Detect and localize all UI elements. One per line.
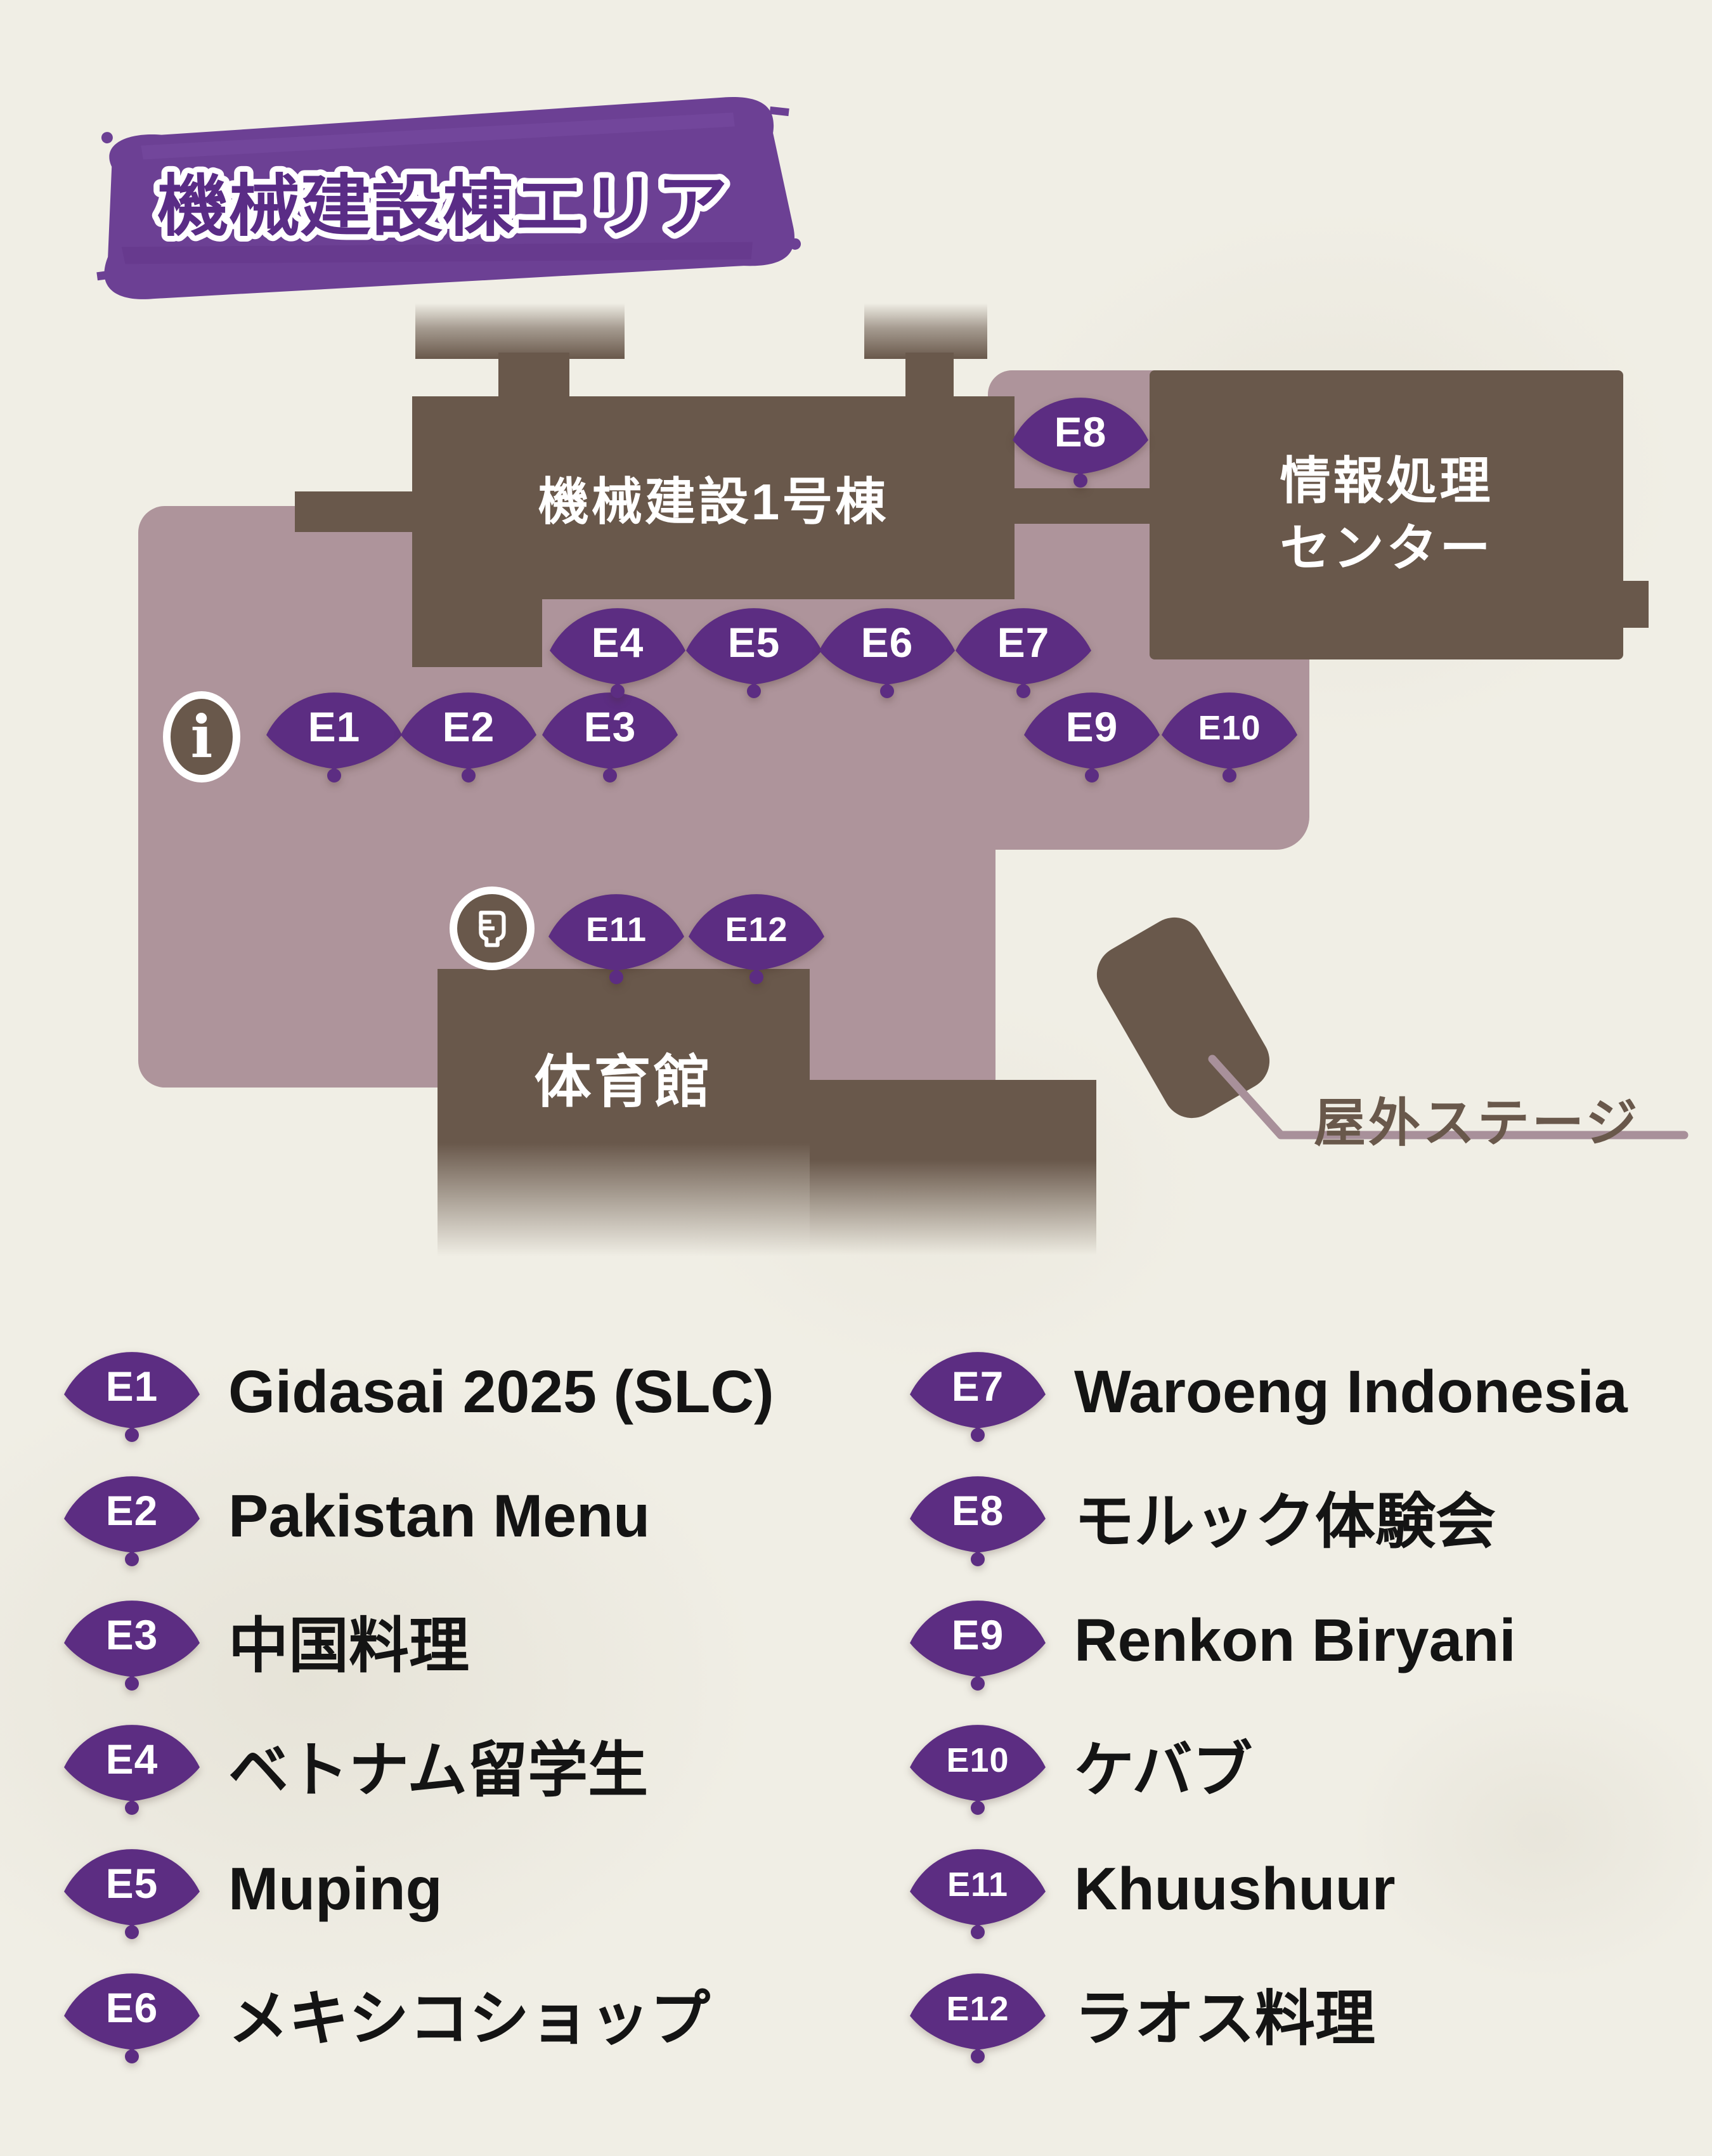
building-machine-construction-1: 機械建設1号棟 — [412, 396, 1015, 599]
building-machine-construction-1-wing — [412, 596, 542, 667]
legend-label: Waroeng Indonesia — [1074, 1358, 1628, 1425]
legend-code: E8 — [951, 1487, 1004, 1534]
map-marker-label: E3 — [583, 703, 637, 750]
title-brush: 機械建設棟エリア — [96, 97, 801, 299]
fan-icon: E12 — [908, 1969, 1047, 2064]
title-badge: 機械建設棟エリア — [76, 95, 824, 311]
fan-icon: E11 — [908, 1845, 1047, 1940]
legend-code: E10 — [946, 1741, 1009, 1779]
fan-icon: E2 — [62, 1472, 202, 1567]
map-marker-label: E12 — [725, 911, 788, 949]
legend-code: E2 — [105, 1487, 159, 1534]
legend-code: E1 — [105, 1363, 159, 1410]
legend-code: E3 — [105, 1611, 159, 1658]
legend-item-e2: E2 Pakistan Menu — [62, 1472, 650, 1567]
building-connector — [1012, 488, 1153, 524]
outdoor-stage-label: 屋外ステージ — [1314, 1094, 1640, 1152]
map-marker-e11: E11 — [547, 890, 686, 985]
legend-item-e8: E8 モルック体験会 — [908, 1472, 1496, 1567]
info-icon-glyph: i — [190, 703, 213, 771]
map-marker-e3: E3 — [540, 688, 680, 783]
fan-icon: E3 — [62, 1596, 202, 1691]
legend-item-e4: E4 ベトナム留学生 — [62, 1720, 648, 1815]
vending-machine-icon — [450, 886, 535, 970]
legend-item-e10: E10 ケバブ — [908, 1720, 1252, 1815]
map-marker-label: E4 — [591, 619, 644, 666]
fan-icon: E10 — [908, 1720, 1047, 1815]
map-marker-e8: E8 — [1011, 393, 1150, 488]
map-marker-e10: E10 — [1160, 688, 1299, 783]
legend-item-e5: E5 Muping — [62, 1845, 443, 1940]
map-marker-label: E2 — [442, 703, 495, 750]
legend-code: E12 — [946, 1990, 1009, 2028]
map-marker-e4: E4 — [548, 604, 687, 699]
building-label: 機械建設1号棟 — [538, 474, 889, 530]
building-label: 体育館 — [534, 1051, 713, 1114]
map-marker-label: E5 — [727, 619, 781, 666]
legend-item-e6: E6 メキシコショップ — [62, 1969, 710, 2064]
legend-item-e7: E7 Waroeng Indonesia — [908, 1348, 1628, 1443]
map-marker-label: E1 — [308, 703, 361, 750]
map-marker-e7: E7 — [954, 604, 1093, 699]
information-icon: i — [163, 691, 240, 783]
vending-machine-glyph — [479, 911, 506, 947]
building-info-processing-center: 情報処理 センター — [1150, 370, 1623, 659]
legend-code: E11 — [947, 1866, 1009, 1904]
legend-label: Khuushuur — [1074, 1855, 1396, 1923]
fan-icon: E7 — [908, 1348, 1047, 1443]
map-marker-label: E8 — [1054, 408, 1107, 455]
map-marker-e12: E12 — [687, 890, 826, 985]
map-marker-e5: E5 — [684, 604, 824, 699]
legend-label: ベトナム留学生 — [228, 1736, 649, 1804]
legend-label: ケバブ — [1074, 1736, 1253, 1804]
chimney-stem — [905, 353, 954, 399]
legend-label: Renkon Biryani — [1074, 1606, 1516, 1674]
legend-code: E9 — [951, 1611, 1004, 1658]
fan-icon: E6 — [62, 1969, 202, 2064]
chimney-stem — [498, 353, 569, 399]
building-label: 情報処理 — [1280, 453, 1493, 510]
map-marker-label: E11 — [585, 911, 647, 949]
legend-label: 中国料理 — [228, 1612, 470, 1680]
legend-code: E6 — [105, 1984, 159, 2031]
building-gymnasium: 体育館 — [438, 969, 810, 1259]
building-label: センター — [1280, 520, 1493, 576]
fan-icon: E1 — [62, 1348, 202, 1443]
map-marker-e2: E2 — [399, 688, 538, 783]
building-machine-construction-1-wing — [295, 491, 415, 532]
legend-item-e11: E11 Khuushuur — [908, 1845, 1396, 1940]
legend-label: Muping — [228, 1855, 443, 1923]
map-marker-e9: E9 — [1022, 688, 1162, 783]
map-marker-e1: E1 — [264, 688, 404, 783]
legend-label: Gidasai 2025 (SLC) — [228, 1358, 774, 1425]
legend-code: E5 — [105, 1860, 159, 1907]
map-marker-label: E6 — [860, 619, 914, 666]
outdoor-stage-shape — [1086, 907, 1280, 1129]
map-marker-label: E10 — [1198, 709, 1261, 747]
legend-code: E4 — [105, 1736, 159, 1783]
fan-icon: E5 — [62, 1845, 202, 1940]
legend-item-e3: E3 中国料理 — [62, 1596, 469, 1691]
fan-icon: E4 — [62, 1720, 202, 1815]
chimney-icon — [864, 303, 987, 359]
map-marker-e6: E6 — [817, 604, 957, 699]
legend-label: ラオス料理 — [1074, 1985, 1376, 2053]
legend-label: モルック体験会 — [1074, 1488, 1496, 1555]
building-info-processing-center-tab — [1622, 581, 1649, 628]
chimney-icon — [415, 303, 625, 359]
map-marker-label: E9 — [1065, 703, 1119, 750]
legend-code: E7 — [951, 1363, 1004, 1410]
map-marker-label: E7 — [997, 619, 1050, 666]
legend-item-e9: E9 Renkon Biryani — [908, 1596, 1516, 1691]
fan-icon: E9 — [908, 1596, 1047, 1691]
legend-label: メキシコショップ — [228, 1985, 711, 2053]
legend-label: Pakistan Menu — [228, 1482, 651, 1550]
page-title: 機械建設棟エリア — [157, 169, 728, 244]
fan-icon: E8 — [908, 1472, 1047, 1567]
legend-item-e12: E12 ラオス料理 — [908, 1969, 1375, 2064]
building-gymnasium-extension — [810, 1080, 1096, 1259]
legend-item-e1: E1 Gidasai 2025 (SLC) — [62, 1348, 774, 1443]
